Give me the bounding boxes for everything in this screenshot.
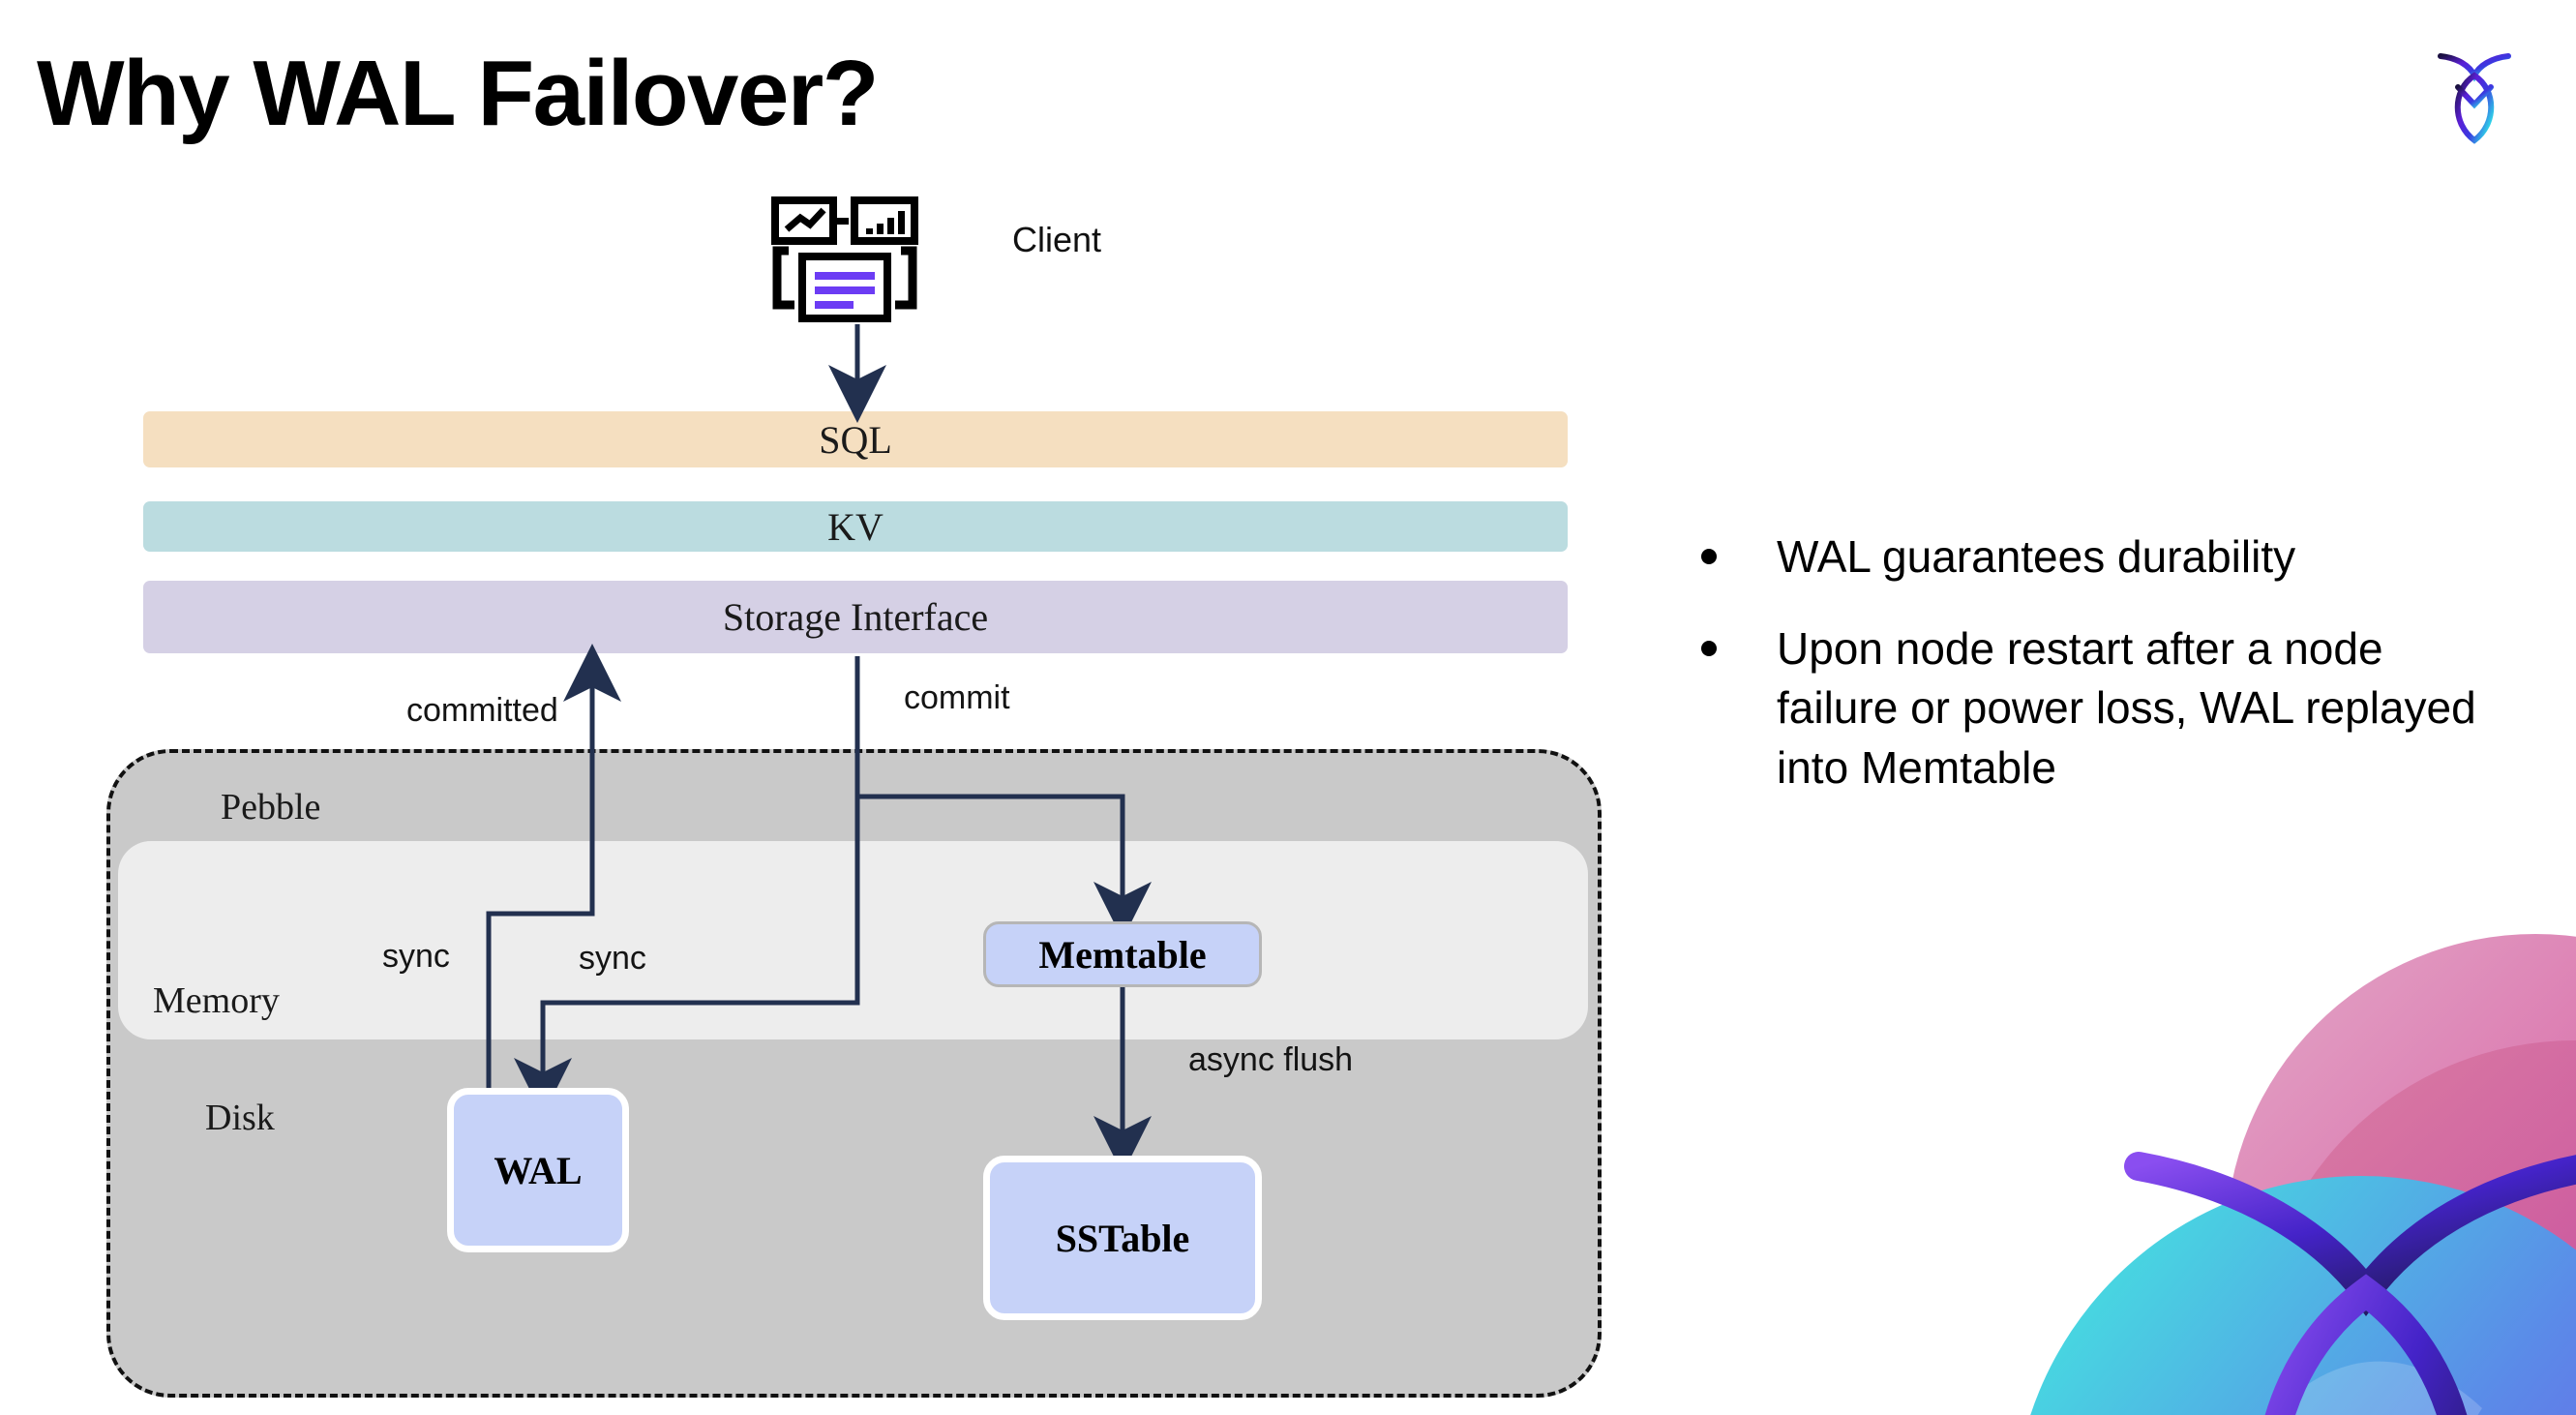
node-wal: WAL xyxy=(447,1088,629,1252)
layer-bar-storage-interface-label: Storage Interface xyxy=(722,595,989,639)
node-sstable: SSTable xyxy=(983,1156,1262,1320)
memory-label: Memory xyxy=(153,980,280,1021)
page-title: Why WAL Failover? xyxy=(37,42,879,145)
bullet-text: Upon node restart after a node failure o… xyxy=(1777,623,2476,793)
layer-bar-sql-label: SQL xyxy=(819,417,892,462)
layer-bar-kv-label: KV xyxy=(827,504,884,549)
pebble-label: Pebble xyxy=(221,787,321,828)
list-item: WAL guarantees durability xyxy=(1701,527,2514,587)
cockroach-logo-watermark-icon xyxy=(1955,924,2576,1415)
bullet-dot-icon xyxy=(1701,549,1717,564)
node-memtable-label: Memtable xyxy=(1038,932,1207,977)
cockroach-logo-icon xyxy=(2411,37,2537,163)
memory-region xyxy=(118,841,1588,1039)
layer-bar-storage-interface: Storage Interface xyxy=(143,581,1568,653)
edge-label-sync-left: sync xyxy=(382,938,450,975)
client-dashboard-icon xyxy=(771,196,926,332)
bullet-dot-icon xyxy=(1701,641,1717,657)
node-memtable: Memtable xyxy=(983,921,1262,987)
bullet-list: WAL guarantees durability Upon node rest… xyxy=(1701,527,2514,830)
list-item: Upon node restart after a node failure o… xyxy=(1701,619,2514,798)
disk-label: Disk xyxy=(205,1098,275,1138)
node-sstable-label: SSTable xyxy=(1055,1216,1190,1260)
edge-label-sync-right: sync xyxy=(579,940,646,977)
node-wal-label: WAL xyxy=(494,1148,583,1192)
client-label: Client xyxy=(1012,220,1102,259)
layer-bar-kv: KV xyxy=(143,501,1568,552)
edge-label-async-flush: async flush xyxy=(1188,1041,1354,1078)
layer-bar-sql: SQL xyxy=(143,411,1568,467)
edge-label-committed: committed xyxy=(406,692,558,729)
edge-label-commit: commit xyxy=(904,679,1010,716)
bullet-text: WAL guarantees durability xyxy=(1777,531,2296,582)
